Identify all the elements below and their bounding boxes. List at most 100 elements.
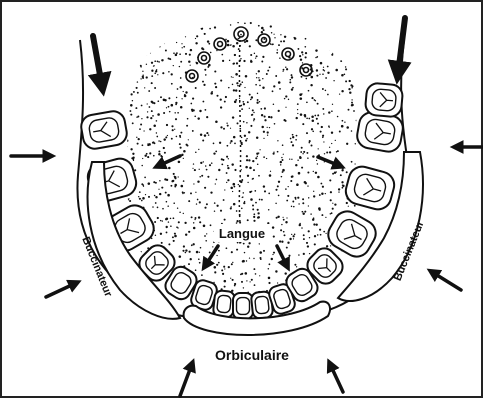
stipple-dot	[346, 126, 349, 129]
stipple-dot	[304, 46, 306, 48]
stipple-dot	[156, 21, 158, 23]
stipple-dot	[258, 25, 260, 27]
stipple-dot	[203, 84, 205, 86]
stipple-dot	[286, 247, 288, 249]
stipple-dot	[162, 208, 164, 210]
stipple-dot	[316, 56, 318, 58]
stipple-dot	[273, 236, 275, 238]
stipple-dot	[306, 152, 308, 154]
stipple-dot	[332, 203, 333, 204]
stipple-dot	[130, 78, 132, 80]
stipple-dot	[351, 130, 353, 132]
stipple-dot	[298, 203, 299, 204]
stipple-dot	[260, 43, 261, 44]
stipple-dot	[224, 101, 226, 103]
stipple-dot	[269, 174, 272, 177]
orbicularis-label: Orbiculaire	[215, 347, 289, 363]
arrow-top-left	[93, 36, 102, 86]
stipple-dot	[346, 143, 348, 145]
stipple-dot	[305, 38, 307, 40]
stipple-dot	[160, 27, 162, 29]
stipple-dot	[239, 128, 241, 130]
stipple-dot	[175, 104, 177, 106]
stipple-dot	[193, 163, 194, 164]
stipple-dot	[176, 97, 177, 98]
stipple-dot	[226, 247, 228, 249]
stipple-dot	[276, 217, 278, 219]
stipple-dot	[120, 76, 122, 78]
stipple-dot	[131, 157, 133, 159]
stipple-dot	[322, 186, 324, 188]
stipple-dot	[136, 116, 138, 118]
stipple-dot	[188, 200, 190, 202]
stipple-dot	[316, 118, 318, 120]
stipple-dot	[255, 84, 257, 86]
stipple-dot	[223, 266, 225, 268]
stipple-dot	[154, 142, 156, 144]
stipple-dot	[222, 54, 224, 56]
stipple-dot	[125, 200, 127, 202]
stipple-dot	[261, 199, 263, 201]
stipple-dot	[318, 148, 319, 149]
stipple-dot	[179, 66, 180, 67]
stipple-dot	[125, 21, 127, 23]
stipple-dot	[275, 75, 277, 77]
stipple-dot	[355, 89, 358, 92]
stipple-dot	[172, 180, 174, 182]
stipple-dot	[277, 185, 279, 187]
stipple-dot	[136, 87, 138, 89]
stipple-dot	[306, 117, 308, 119]
stipple-dot	[357, 42, 359, 44]
stipple-dot	[245, 75, 248, 78]
stipple-dot	[166, 124, 168, 126]
stipple-dot	[151, 70, 153, 72]
stipple-dot	[280, 161, 282, 163]
stipple-dot	[326, 245, 328, 247]
stipple-dot	[259, 243, 260, 244]
tooth	[355, 110, 405, 153]
stipple-dot	[301, 147, 303, 149]
stipple-dot	[158, 61, 160, 63]
stipple-dot	[306, 242, 308, 244]
stipple-dot	[268, 209, 270, 211]
stipple-dot	[171, 138, 173, 140]
stipple-dot	[301, 51, 303, 53]
stipple-dot	[185, 249, 187, 251]
stipple-dot	[284, 36, 286, 38]
stipple-dot	[216, 255, 217, 256]
stipple-dot	[277, 282, 278, 283]
stipple-dot	[249, 257, 250, 258]
stipple-dot	[184, 30, 186, 32]
stipple-dot	[220, 106, 222, 108]
stipple-dot	[235, 73, 238, 76]
stipple-dot	[218, 262, 220, 264]
stipple-dot	[124, 70, 126, 72]
stipple-dot	[153, 125, 156, 128]
stipple-dot	[332, 31, 334, 33]
stipple-dot	[302, 211, 304, 213]
stipple-dot	[362, 27, 364, 29]
stipple-dot	[213, 143, 215, 145]
stipple-dot	[230, 24, 231, 25]
stipple-dot	[202, 139, 204, 141]
stipple-dot	[247, 219, 249, 221]
stipple-dot	[231, 76, 232, 77]
stipple-dot	[130, 93, 132, 95]
stipple-dot	[122, 60, 124, 62]
stipple-dot	[300, 97, 303, 100]
stipple-dot	[198, 216, 200, 218]
stipple-dot	[165, 50, 167, 52]
stipple-dot	[236, 62, 238, 64]
stipple-dot	[341, 125, 344, 128]
stipple-dot	[298, 172, 301, 175]
stipple-dot	[360, 48, 362, 50]
stipple-dot	[166, 107, 167, 108]
stipple-dot	[183, 91, 184, 92]
stipple-dot	[234, 143, 236, 145]
stipple-dot	[202, 101, 204, 103]
stipple-dot	[224, 219, 226, 221]
stipple-dot	[142, 71, 143, 72]
stipple-dot	[214, 266, 217, 269]
stipple-dot	[158, 23, 160, 25]
